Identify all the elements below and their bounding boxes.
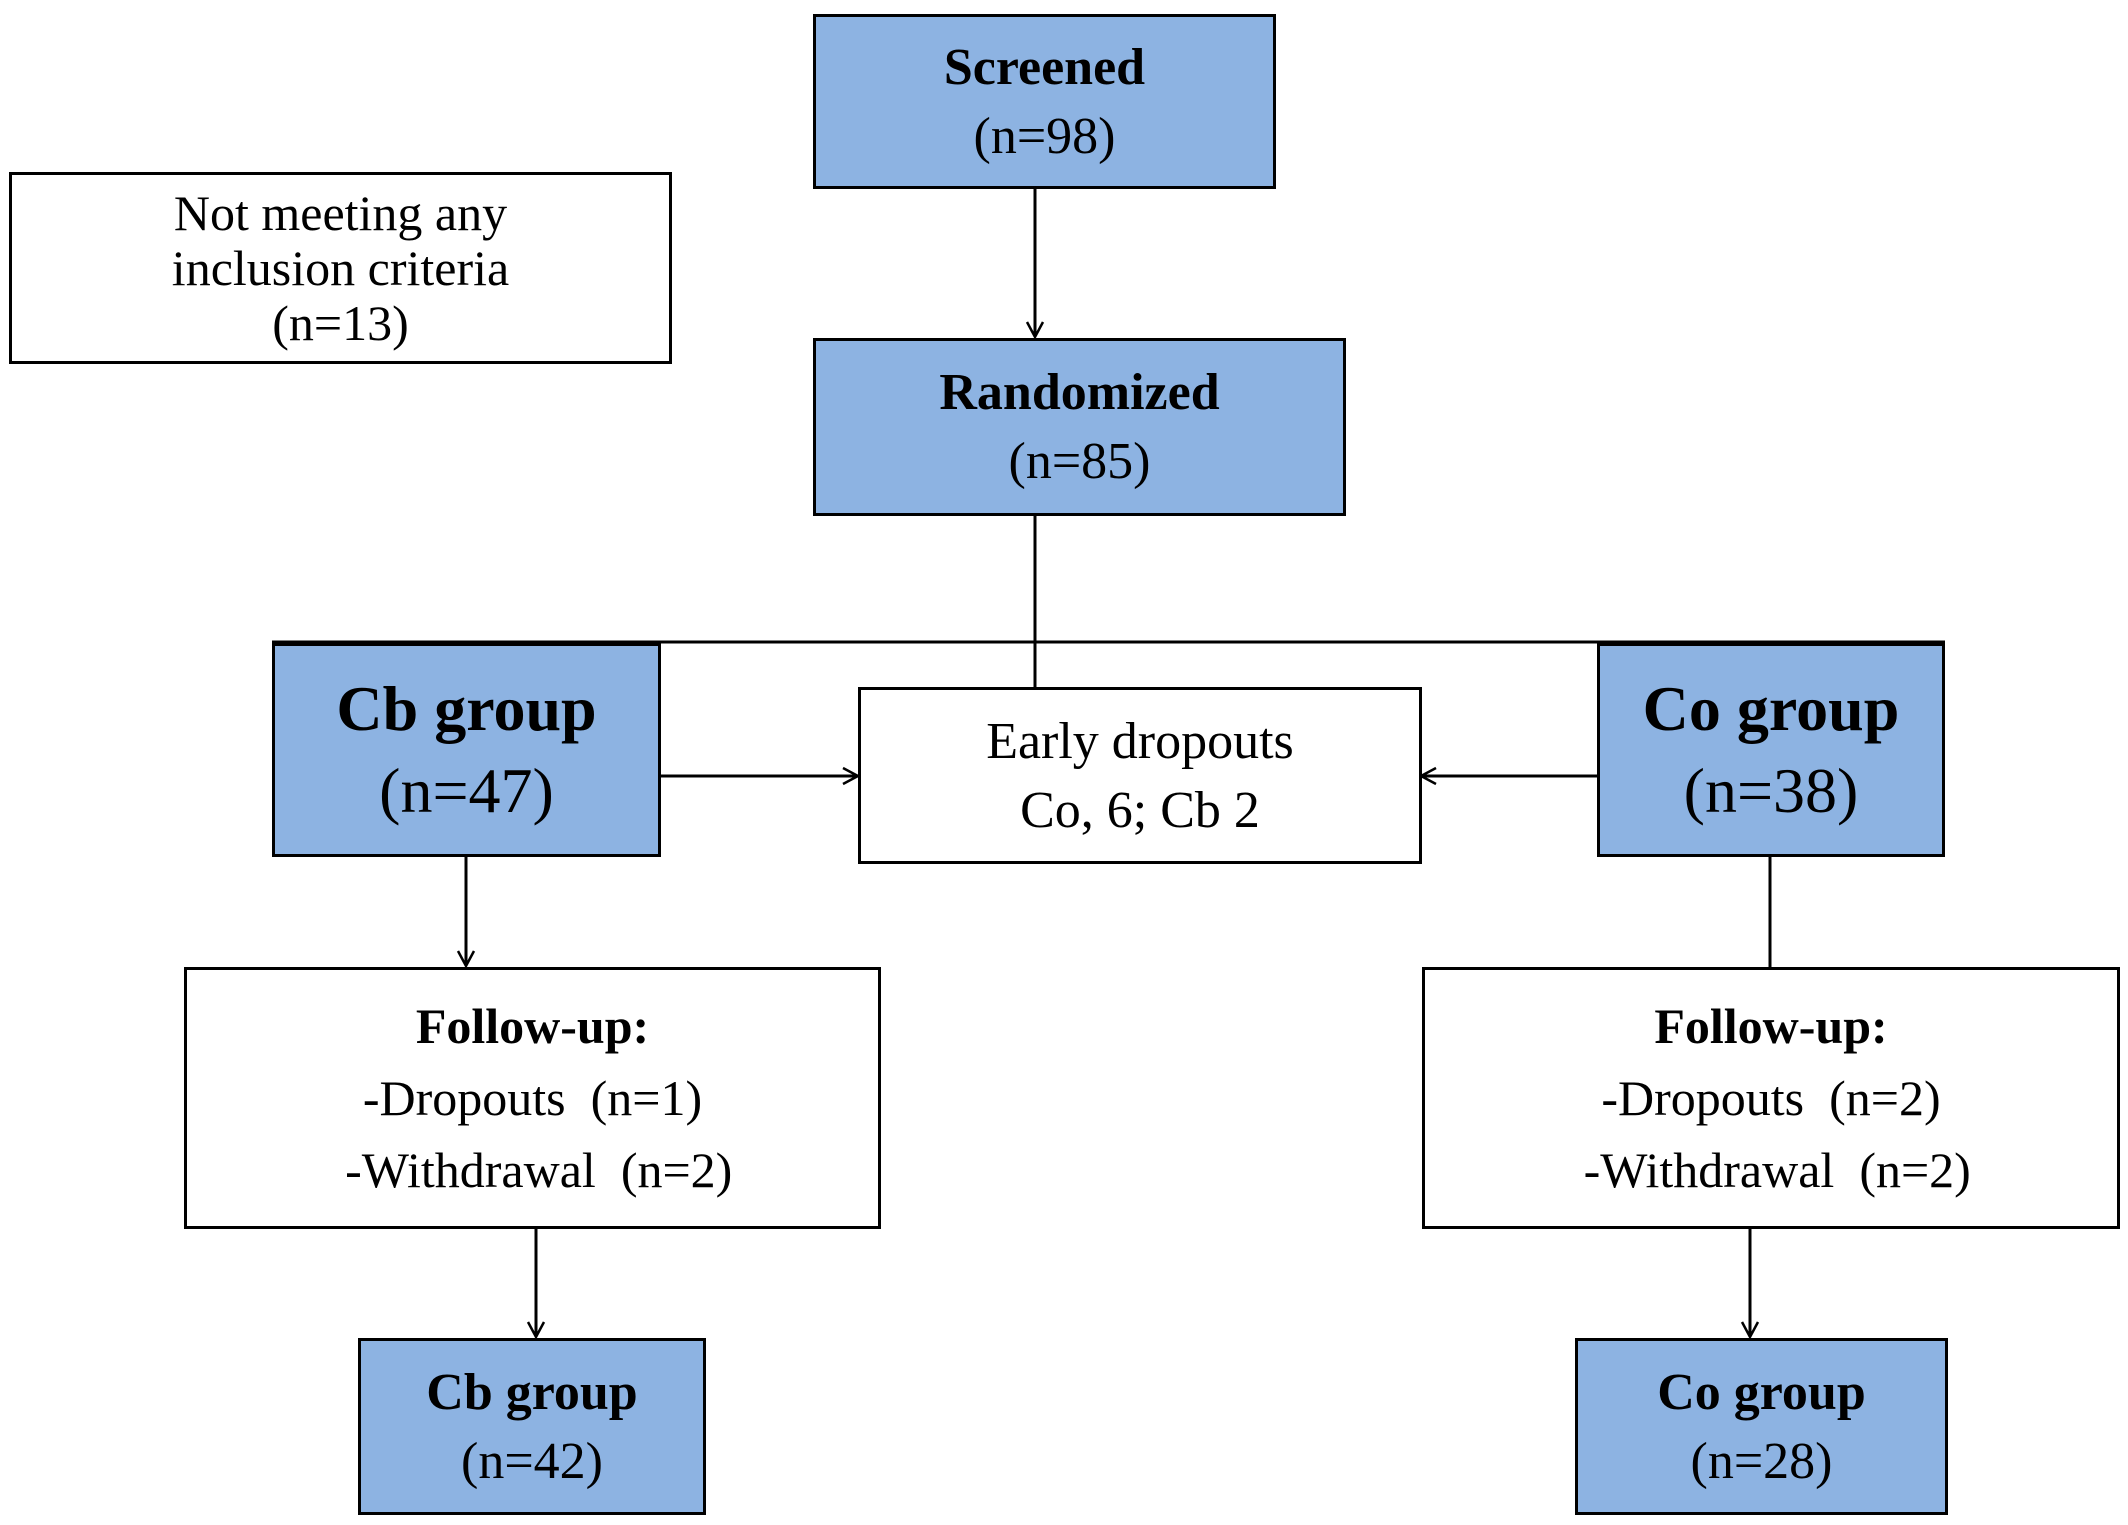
co-group-box: Co group (n=38) bbox=[1597, 643, 1945, 857]
screened-title: Screened bbox=[943, 38, 1146, 96]
co-group-title: Co group bbox=[1642, 673, 1900, 744]
randomized-count: (n=85) bbox=[1008, 433, 1151, 490]
early-dropouts-title: Early dropouts bbox=[986, 712, 1294, 770]
co-followup-dropouts: -Dropouts (n=2) bbox=[1601, 1070, 1941, 1126]
screened-count: (n=98) bbox=[973, 107, 1116, 165]
early-dropouts-box: Early dropouts Co, 6; Cb 2 bbox=[858, 687, 1422, 864]
co-followup-withdrawal: -Withdrawal (n=2) bbox=[1571, 1142, 1971, 1198]
cb-final-count: (n=42) bbox=[461, 1432, 603, 1490]
randomized-title: Randomized bbox=[939, 364, 1220, 421]
cb-group-box: Cb group (n=47) bbox=[272, 643, 661, 857]
randomized-box: Randomized (n=85) bbox=[813, 338, 1346, 516]
excluded-box: Not meeting any inclusion criteria (n=13… bbox=[9, 172, 672, 364]
cb-followup-box: Follow-up: -Dropouts (n=1) -Withdrawal (… bbox=[184, 967, 881, 1229]
cb-group-title: Cb group bbox=[336, 673, 597, 744]
excluded-line1: Not meeting any bbox=[173, 184, 508, 241]
co-group-count: (n=38) bbox=[1683, 755, 1859, 826]
co-final-count: (n=28) bbox=[1690, 1432, 1833, 1490]
co-final-box: Co group (n=28) bbox=[1575, 1338, 1948, 1515]
co-final-title: Co group bbox=[1657, 1363, 1866, 1421]
cb-final-title: Cb group bbox=[426, 1363, 638, 1421]
cb-followup-title: Follow-up: bbox=[415, 998, 650, 1054]
cb-followup-dropouts: -Dropouts (n=1) bbox=[362, 1070, 703, 1126]
excluded-count: (n=13) bbox=[272, 294, 409, 351]
co-followup-box: Follow-up: -Dropouts (n=2) -Withdrawal (… bbox=[1422, 967, 2120, 1229]
early-dropouts-detail: Co, 6; Cb 2 bbox=[1020, 781, 1260, 839]
screened-box: Screened (n=98) bbox=[813, 14, 1276, 189]
cb-final-box: Cb group (n=42) bbox=[358, 1338, 706, 1515]
co-followup-title: Follow-up: bbox=[1654, 998, 1888, 1054]
cb-followup-withdrawal: -Withdrawal (n=2) bbox=[332, 1142, 733, 1198]
cb-group-count: (n=47) bbox=[379, 755, 554, 826]
excluded-line2: inclusion criteria bbox=[171, 239, 510, 296]
